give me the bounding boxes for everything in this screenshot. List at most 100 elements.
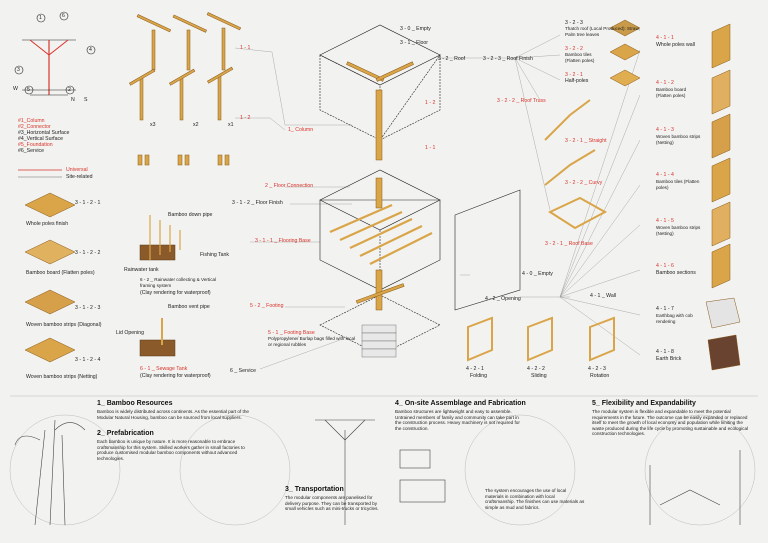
- floor-finish-code-1: 3 - 1 - 2 - 1: [75, 200, 101, 206]
- floor-finish: 3 - 1 - 2 _ Floor Finish: [232, 200, 283, 206]
- wall-option-desc-4: Bamboo tiles (Flatten poles): [656, 179, 700, 190]
- section-2-title: 2_ Prefabrication: [97, 430, 154, 437]
- opening-name-2: Sliding: [531, 373, 547, 379]
- wall-option-code-5: 4 - 1 - 5: [656, 218, 674, 224]
- service-clay-note-1: (Clay rendering for waterproof): [140, 290, 211, 296]
- roof-finish-desc-2: Bamboo tiles (Flatten poles): [565, 52, 595, 63]
- section-3-text: The modular components are panelised for…: [285, 495, 379, 512]
- floor-finish-desc-3: Woven bamboo strips (Diagonal): [26, 322, 102, 328]
- column-prototypes: [129, 12, 242, 166]
- legend-list: #1_Column #2_Connector #3_Horizontal Sur…: [18, 118, 69, 154]
- column-title: 1_ Column: [288, 127, 314, 133]
- service-fishing-tank: Fishing Tank: [200, 252, 230, 258]
- wall-option-code-4: 4 - 1 - 4: [656, 172, 674, 178]
- wall-option-desc-6: Bamboo sections: [656, 270, 696, 276]
- column-mult-x3: x3: [150, 122, 156, 128]
- legend-item: #2_Connector: [18, 124, 51, 130]
- wall-option-code-1: 4 - 1 - 1: [656, 35, 674, 41]
- column-right-1-1: 1 - 1: [425, 145, 436, 151]
- roof-straight: 3 - 2 - 1 _ Straight: [565, 138, 607, 144]
- service-tanks: [139, 215, 181, 357]
- opening-code-3: 4 - 2 - 3: [588, 366, 606, 372]
- column-label-1-1: 1 - 1: [240, 45, 251, 51]
- floor-finish-desc-1: Whole poles finish: [26, 221, 69, 227]
- column-mult-x2: x2: [193, 122, 199, 128]
- legend-column-diagram: [14, 11, 96, 96]
- section-5-title: 5_ Flexibility and Expandability: [592, 400, 696, 407]
- roof-empty: 3 - 0 _ Empty: [400, 26, 431, 32]
- section-2-text: Each bamboo is unique by nature. It is m…: [97, 439, 245, 461]
- footing-label: 5 - 2 _ Footing: [250, 303, 284, 309]
- roof-finish: 3 - 2 - 3 _ Roof Finish: [483, 56, 533, 62]
- section-3-title: 3_ Transportation: [285, 486, 344, 493]
- floor-finish-code-4: 3 - 1 - 2 - 4: [75, 357, 101, 363]
- service-rainwater-tank: Rainwater tank: [124, 267, 159, 273]
- roof-finish-thumbs: [609, 19, 641, 87]
- section-5-text: The modular system is flexible and expan…: [592, 409, 749, 437]
- wall-wall: 4 - 1 _ Wall: [590, 293, 617, 299]
- service-label: 6 _ Service: [230, 368, 256, 374]
- floor-finish-desc-4: Woven bamboo strips (Netting): [26, 374, 98, 380]
- service-sewage-tank: 6 - 1 _ Sewage Tank: [140, 366, 188, 372]
- service-vent-pipe: Bamboo vent pipe: [168, 304, 210, 310]
- flooring-base: 3 - 1 - 1 _ Flooring Base: [255, 238, 311, 244]
- wall-empty: 4 - 0 _ Empty: [522, 271, 553, 277]
- roof-finish-code-2: 3 - 2 - 2: [565, 46, 583, 52]
- section-4-title: 4_ On-site Assemblage and Fabrication: [395, 400, 526, 407]
- floor-finish-code-2: 3 - 1 - 2 - 2: [75, 250, 101, 256]
- wall-option-code-7: 4 - 1 - 7: [656, 306, 674, 312]
- wall-option-desc-3: Woven bamboo strips (Netting): [656, 134, 701, 145]
- wall-option-code-3: 4 - 1 - 3: [656, 127, 674, 133]
- roof-floor: 3 - 1 _ Floor: [400, 40, 428, 46]
- section-4-text-2: The system encourages the use of local m…: [485, 488, 585, 510]
- footing-base: 5 - 1 _ Footing Base: [268, 330, 315, 336]
- opening-name-1: Folding: [470, 373, 488, 379]
- legend-item: #1_Column: [18, 118, 45, 124]
- legend-item: #6_Service: [18, 148, 44, 154]
- wall-opening: 4 - 2 _ Opening: [485, 296, 521, 302]
- floor-finish-thumbs: [24, 192, 76, 363]
- footing-sandbags: [361, 324, 397, 358]
- legend-node-2: 2: [68, 87, 71, 93]
- legend-item: #4_Vertical Surface: [18, 136, 63, 142]
- wall-option-desc-8: Earth Brick: [656, 356, 682, 362]
- floor-finish-code-3: 3 - 1 - 2 - 3: [75, 305, 101, 311]
- wall-option-desc-1: Whole poles wall: [656, 42, 695, 48]
- opening-code-1: 4 - 2 - 1: [466, 366, 484, 372]
- footing-base-desc: Polypropylene/ Burlap bags filled with l…: [268, 336, 356, 347]
- opening-code-2: 4 - 2 - 2: [527, 366, 545, 372]
- column-right-1-2: 1 - 2: [425, 100, 436, 106]
- legend-axis-s: S: [84, 97, 88, 103]
- floor-finish-desc-2: Bamboo board (Flatten poles): [26, 270, 95, 276]
- wall-option-thumbs: [705, 23, 741, 371]
- legend-item: #3_Horizontal Surface: [18, 130, 70, 136]
- wall-option-desc-5: Woven bamboo strips (Netting): [656, 225, 701, 236]
- floor-joists: [329, 203, 433, 265]
- legend-node-4: 4: [89, 47, 92, 53]
- legend-node-3: 3: [17, 67, 20, 73]
- legend-item: #5_Foundation: [18, 142, 53, 148]
- column-label-1-2: 1 - 2: [240, 115, 251, 121]
- roof-finish-desc-1: Thatch roof (Local Produced): Straw, Pal…: [565, 26, 640, 37]
- service-lid-opening: Lid Opening: [116, 330, 144, 336]
- wall-option-desc-2: Bamboo board (Flatten poles): [656, 87, 687, 98]
- floor-connection: 2 _ Floor Connection: [265, 183, 314, 189]
- service-rainwater-system: 6 - 2 _ Rainwater collecting & Vertical …: [140, 277, 217, 288]
- wall-option-code-2: 4 - 1 - 2: [656, 80, 674, 86]
- legend-axis-n: N: [71, 97, 75, 103]
- wall-option-code-8: 4 - 1 - 8: [656, 349, 674, 355]
- service-down-pipe: Bamboo down pipe: [168, 212, 213, 218]
- opening-name-3: Rotation: [590, 373, 610, 379]
- wall-option-desc-7: Earthbag with cob rendering: [656, 313, 693, 324]
- bottom-sketches: [14, 419, 741, 526]
- exploded-axonometric: [319, 24, 521, 356]
- roof-curvy: 3 - 2 - 2 _ Curvy: [565, 180, 603, 186]
- opening-frames: [467, 316, 615, 362]
- legend-axis-w: W: [13, 86, 18, 92]
- column-mult-x1: x1: [228, 122, 234, 128]
- section-1-text: Bamboo is widely distributed across cont…: [97, 409, 249, 420]
- legend-universal: Universal: [66, 167, 88, 173]
- legend-node-6: 6: [62, 13, 65, 19]
- legend-node-5: 5: [27, 87, 30, 93]
